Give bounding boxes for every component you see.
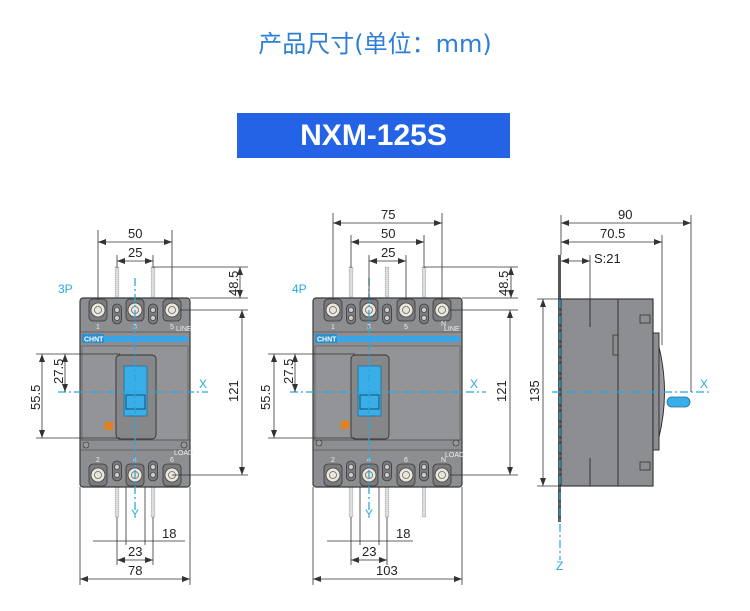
terminal-label: 6: [170, 457, 174, 464]
dim-121: 121: [494, 380, 509, 402]
dim-90: 90: [618, 207, 632, 222]
dim-50: 50: [128, 226, 142, 241]
screw-slot: [112, 460, 122, 482]
dim-55-5: 55.5: [28, 385, 43, 410]
dim-18: 18: [162, 526, 176, 541]
dim-27-5: 27.5: [51, 359, 66, 384]
screw-thread: [384, 266, 390, 298]
screw-slot: [148, 460, 158, 482]
model-banner: NXM-125S: [237, 113, 510, 158]
terminal-label: 5: [170, 324, 174, 331]
view-4p: 4P CHNT 1 3 5 N: [258, 207, 518, 585]
screw-slot: [346, 303, 356, 325]
dim-18: 18: [396, 526, 410, 541]
screw-thread: [150, 266, 156, 298]
axis-y-label: Y: [131, 507, 139, 521]
terminal-2: [88, 463, 108, 487]
view-side: X Z 90 70.5 S:21 135: [527, 207, 712, 573]
screw-slot: [112, 303, 122, 325]
mounting-plate: [558, 255, 561, 522]
view-3p: 3P CHNT 1 3 5 LINE 2 4 6 LOAD: [28, 226, 248, 585]
screw-thread: [114, 266, 120, 298]
terminal-n: [432, 298, 452, 322]
screw-slot: [148, 303, 158, 325]
dim-78: 78: [128, 563, 142, 578]
load-label: LOAD: [174, 450, 193, 457]
screw-slot: [382, 460, 392, 482]
dim-48-5: 48.5: [226, 271, 241, 296]
axis-y-label: Y: [365, 507, 373, 521]
terminal-label: 6: [404, 457, 408, 464]
line-label: LINE: [444, 326, 460, 333]
dim-121: 121: [226, 380, 241, 402]
warning-label: [341, 421, 349, 429]
screw-thread: [348, 486, 354, 518]
brand-logo: CHNT: [84, 337, 104, 344]
load-label: LOAD: [445, 452, 464, 459]
dim-25: 25: [128, 245, 142, 260]
dim-s21: S:21: [594, 251, 621, 266]
screw-thread: [421, 266, 427, 298]
terminal-label: 1: [331, 324, 335, 331]
dim-135: 135: [527, 380, 542, 402]
terminal-5: [396, 298, 416, 322]
terminal-1: [323, 298, 343, 322]
screw-thread: [114, 486, 120, 518]
dim-25: 25: [381, 245, 395, 260]
terminal-label: 5: [404, 324, 408, 331]
terminal-label: 2: [331, 457, 335, 464]
dim-48-5: 48.5: [496, 271, 511, 296]
axis-z-label: Z: [556, 559, 563, 573]
dim-23: 23: [362, 544, 376, 559]
terminal-label: 1: [96, 324, 100, 331]
screw-thread: [348, 266, 354, 298]
warning-label: [105, 422, 113, 430]
label-4p: 4P: [292, 282, 307, 296]
screw-slot: [419, 303, 429, 325]
screw-slot: [346, 460, 356, 482]
terminal-label: N: [441, 321, 446, 328]
dim-103: 103: [376, 563, 398, 578]
dim-23: 23: [128, 544, 142, 559]
brand-band: [315, 336, 460, 342]
label-3p: 3P: [58, 282, 73, 296]
screw-thread: [384, 486, 390, 518]
screw-slot: [419, 460, 429, 482]
terminal-6: [396, 463, 416, 487]
dim-27-5: 27.5: [281, 359, 296, 384]
line-label: LINE: [176, 326, 192, 333]
axis-x-label: X: [199, 377, 207, 391]
terminal-5: [162, 298, 182, 322]
dim-55-5: 55.5: [258, 385, 273, 410]
terminal-label: 2: [96, 457, 100, 464]
dim-50: 50: [381, 226, 395, 241]
dim-75: 75: [381, 207, 395, 222]
brand-logo: CHNT: [317, 337, 337, 344]
screw-slot: [382, 303, 392, 325]
axis-x-label: X: [470, 377, 478, 391]
screw-thread: [150, 486, 156, 518]
terminal-label: N: [441, 457, 446, 464]
handle: [666, 396, 691, 408]
page-title: 产品尺寸(单位：mm): [258, 30, 492, 58]
axis-x-label: X: [700, 377, 708, 391]
terminal-n: [432, 463, 452, 487]
terminal-2: [323, 463, 343, 487]
screw-thread: [421, 486, 427, 518]
terminal-1: [88, 298, 108, 322]
dim-70-5: 70.5: [600, 226, 625, 241]
